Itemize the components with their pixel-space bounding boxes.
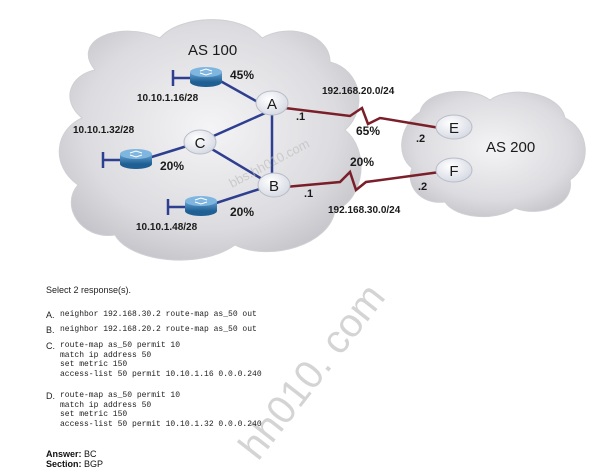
option-a-line-1: neighbor 192.168.30.2 route-map as_50 ou… bbox=[60, 310, 257, 319]
interface-f-label: .2 bbox=[418, 181, 427, 193]
option-d-code: route-map as_50 permit 10 match ip addre… bbox=[60, 391, 262, 429]
pct-subnet-top: 45% bbox=[230, 68, 254, 82]
link-b-f bbox=[284, 169, 441, 193]
router-node-c: C bbox=[183, 129, 217, 155]
option-c-line-3: set metric 150 bbox=[60, 360, 128, 369]
option-d-line-1: route-map as_50 permit 10 bbox=[60, 391, 181, 400]
section-value: BGP bbox=[84, 459, 104, 469]
pct-a-e: 65% bbox=[356, 124, 380, 138]
router-node-f: F bbox=[435, 157, 473, 183]
option-b-letter: B. bbox=[46, 325, 55, 335]
option-c[interactable]: C. route-map as_50 permit 10 match ip add… bbox=[46, 341, 262, 379]
answer-label: Answer: bbox=[46, 449, 82, 459]
router-node-e: E bbox=[435, 114, 473, 140]
option-c-letter: C. bbox=[46, 341, 55, 351]
interface-b-label: .1 bbox=[304, 188, 313, 200]
router-label-e: E bbox=[449, 120, 459, 137]
option-d-line-3: set metric 150 bbox=[60, 410, 128, 419]
subnet-top-label: 10.10.1.16/28 bbox=[137, 93, 199, 104]
router-icon-middle bbox=[101, 149, 152, 169]
interface-e-label: .2 bbox=[416, 133, 425, 145]
option-c-line-1: route-map as_50 permit 10 bbox=[60, 341, 181, 350]
router-icon-bottom bbox=[166, 196, 217, 216]
subnet-middle-label: 10.10.1.32/28 bbox=[73, 125, 135, 136]
option-d[interactable]: D. route-map as_50 permit 10 match ip add… bbox=[46, 391, 262, 429]
option-c-code: route-map as_50 permit 10 match ip addre… bbox=[60, 341, 262, 379]
interface-a-label: .1 bbox=[296, 111, 305, 123]
net-a-e-label: 192.168.20.0/24 bbox=[322, 86, 395, 97]
pct-subnet-middle: 20% bbox=[160, 159, 184, 173]
answer-value: BC bbox=[84, 449, 97, 459]
answer-section: Answer: BC Section: BGP bbox=[46, 449, 103, 469]
option-b[interactable]: B. neighbor 192.168.20.2 route-map as_50 … bbox=[46, 325, 257, 335]
option-c-line-2: match ip address 50 bbox=[60, 350, 152, 360]
as200-label: AS 200 bbox=[486, 139, 535, 156]
router-label-a: A bbox=[267, 96, 277, 113]
pct-b-f: 20% bbox=[350, 155, 374, 169]
router-node-a: A bbox=[255, 90, 289, 116]
network-diagram: bbs.hh010.com A C B E bbox=[58, 19, 586, 261]
option-b-line-1: neighbor 192.168.20.2 route-map as_50 ou… bbox=[60, 325, 257, 334]
option-c-line-4: access-list 50 permit 10.10.1.16 0.0.0.2… bbox=[60, 369, 262, 379]
option-a-letter: A. bbox=[46, 310, 55, 320]
router-node-b: B bbox=[257, 172, 291, 198]
router-label-c: C bbox=[195, 135, 206, 152]
option-d-line-4: access-list 50 permit 10.10.1.32 0.0.0.2… bbox=[60, 419, 262, 429]
router-label-f: F bbox=[449, 163, 458, 180]
link-a-e bbox=[284, 106, 441, 130]
pct-subnet-bottom: 20% bbox=[230, 205, 254, 219]
router-icon-top bbox=[171, 67, 222, 87]
question-prompt: Select 2 response(s). bbox=[46, 285, 132, 295]
answer-line: Answer: BC bbox=[46, 449, 103, 459]
router-label-b: B bbox=[269, 178, 279, 195]
net-b-f-label: 192.168.30.0/24 bbox=[328, 205, 401, 216]
subnet-bottom-label: 10.10.1.48/28 bbox=[136, 222, 198, 233]
serial-links bbox=[284, 106, 441, 193]
option-a[interactable]: A. neighbor 192.168.30.2 route-map as_50 … bbox=[46, 310, 257, 320]
section-label: Section: bbox=[46, 459, 82, 469]
as100-label: AS 100 bbox=[188, 42, 237, 59]
section-line: Section: BGP bbox=[46, 459, 103, 469]
option-d-line-2: match ip address 50 bbox=[60, 400, 152, 410]
option-d-letter: D. bbox=[46, 391, 55, 401]
